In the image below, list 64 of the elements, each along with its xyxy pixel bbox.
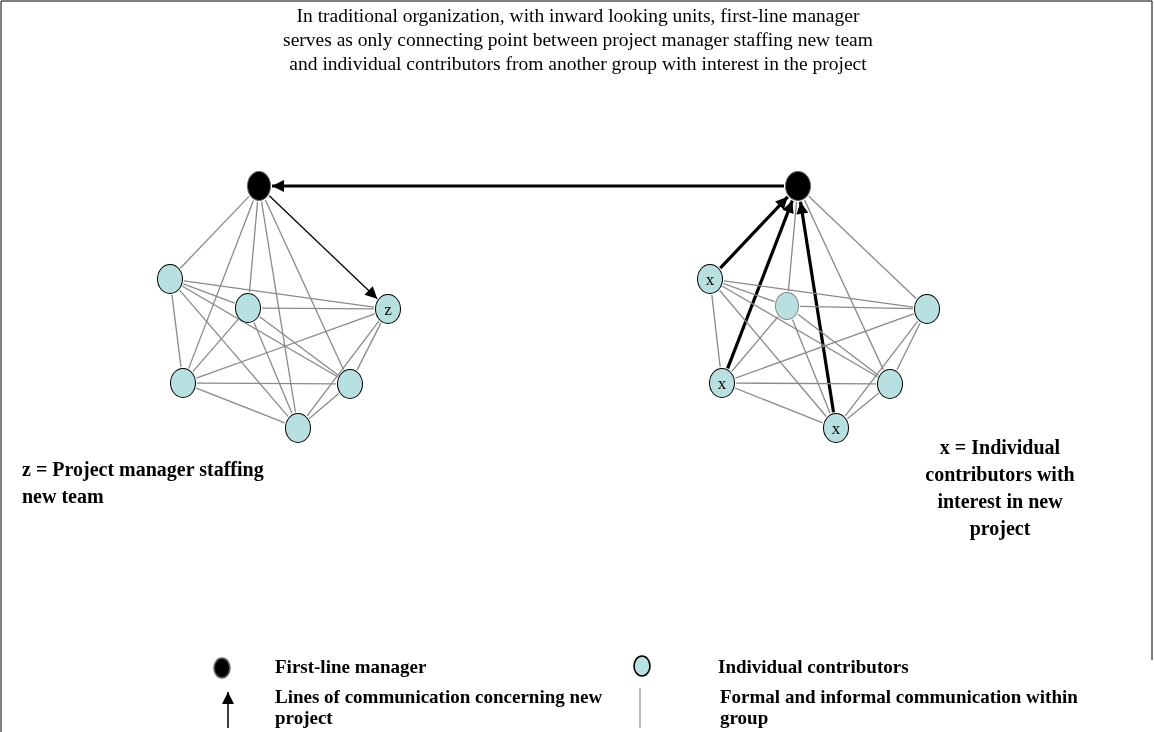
contributor-node — [914, 294, 940, 324]
key-note: x = Individual contributors with interest in new project — [924, 435, 1076, 542]
contributor-node — [877, 369, 903, 399]
connector-line — [259, 316, 339, 376]
connector-line — [731, 316, 779, 373]
connector-line — [192, 318, 239, 373]
connector-line — [711, 294, 721, 368]
connector-line — [188, 199, 255, 369]
contributor-node: x — [823, 413, 849, 443]
title: In traditional organization, with inward looking units, first-line manager serves as only connecting point between project manager staffing new team and individual contributors from another group with interest in the project — [283, 4, 873, 76]
legend-label: First-line manager — [275, 656, 428, 677]
connector-line — [791, 318, 831, 415]
legend-label: Lines of communication concerning new project — [275, 686, 604, 728]
contributor-node — [285, 413, 311, 443]
contributor-node — [775, 292, 799, 320]
manager-node — [247, 171, 271, 201]
contributor-node: x — [697, 264, 723, 294]
connector-line — [183, 280, 375, 308]
connector-line — [171, 294, 182, 368]
connector-line — [719, 289, 827, 418]
connector-line — [787, 201, 798, 292]
connector-line — [179, 289, 289, 418]
contributor-node — [337, 369, 363, 399]
connector-line — [248, 201, 259, 293]
contributor-node: x — [709, 368, 735, 398]
manager-node — [785, 171, 811, 201]
connector-line — [803, 199, 885, 371]
connector-line — [734, 313, 915, 379]
connector-line — [799, 305, 914, 310]
connector-line — [179, 195, 250, 269]
connector-line — [844, 320, 919, 417]
connector-line — [356, 322, 382, 371]
arrow — [268, 195, 378, 300]
contributor-node — [235, 293, 261, 323]
arrow — [726, 200, 794, 369]
connector-line — [181, 285, 339, 378]
arrow — [719, 195, 789, 270]
connector-line — [182, 283, 236, 304]
connector-line — [306, 320, 380, 417]
connector-line — [195, 387, 286, 424]
connector-line — [735, 382, 877, 385]
legend-label: Individual contributors — [718, 656, 910, 677]
connector-line — [253, 321, 293, 415]
contributor-node — [170, 368, 196, 398]
contributor-node — [157, 264, 183, 294]
connector-line — [797, 313, 879, 376]
arrow — [796, 201, 836, 413]
connector-line — [196, 382, 337, 385]
contributor-node: z — [375, 294, 401, 324]
connector-line — [260, 201, 297, 413]
key-note: z = Project manager staffing new team — [22, 457, 265, 509]
legend-label: Formal and informal communication within group — [720, 686, 1079, 728]
connector-line — [734, 387, 824, 424]
connector-line — [264, 199, 345, 371]
connector-line — [195, 313, 376, 379]
connector-line — [721, 285, 879, 378]
connector-line — [846, 392, 880, 420]
connector-line — [722, 283, 776, 303]
arrow — [272, 180, 784, 192]
connector-line — [261, 307, 375, 310]
connector-line — [896, 322, 921, 371]
connector-line — [808, 195, 917, 300]
connector-line — [723, 280, 914, 308]
connector-line — [308, 392, 340, 420]
